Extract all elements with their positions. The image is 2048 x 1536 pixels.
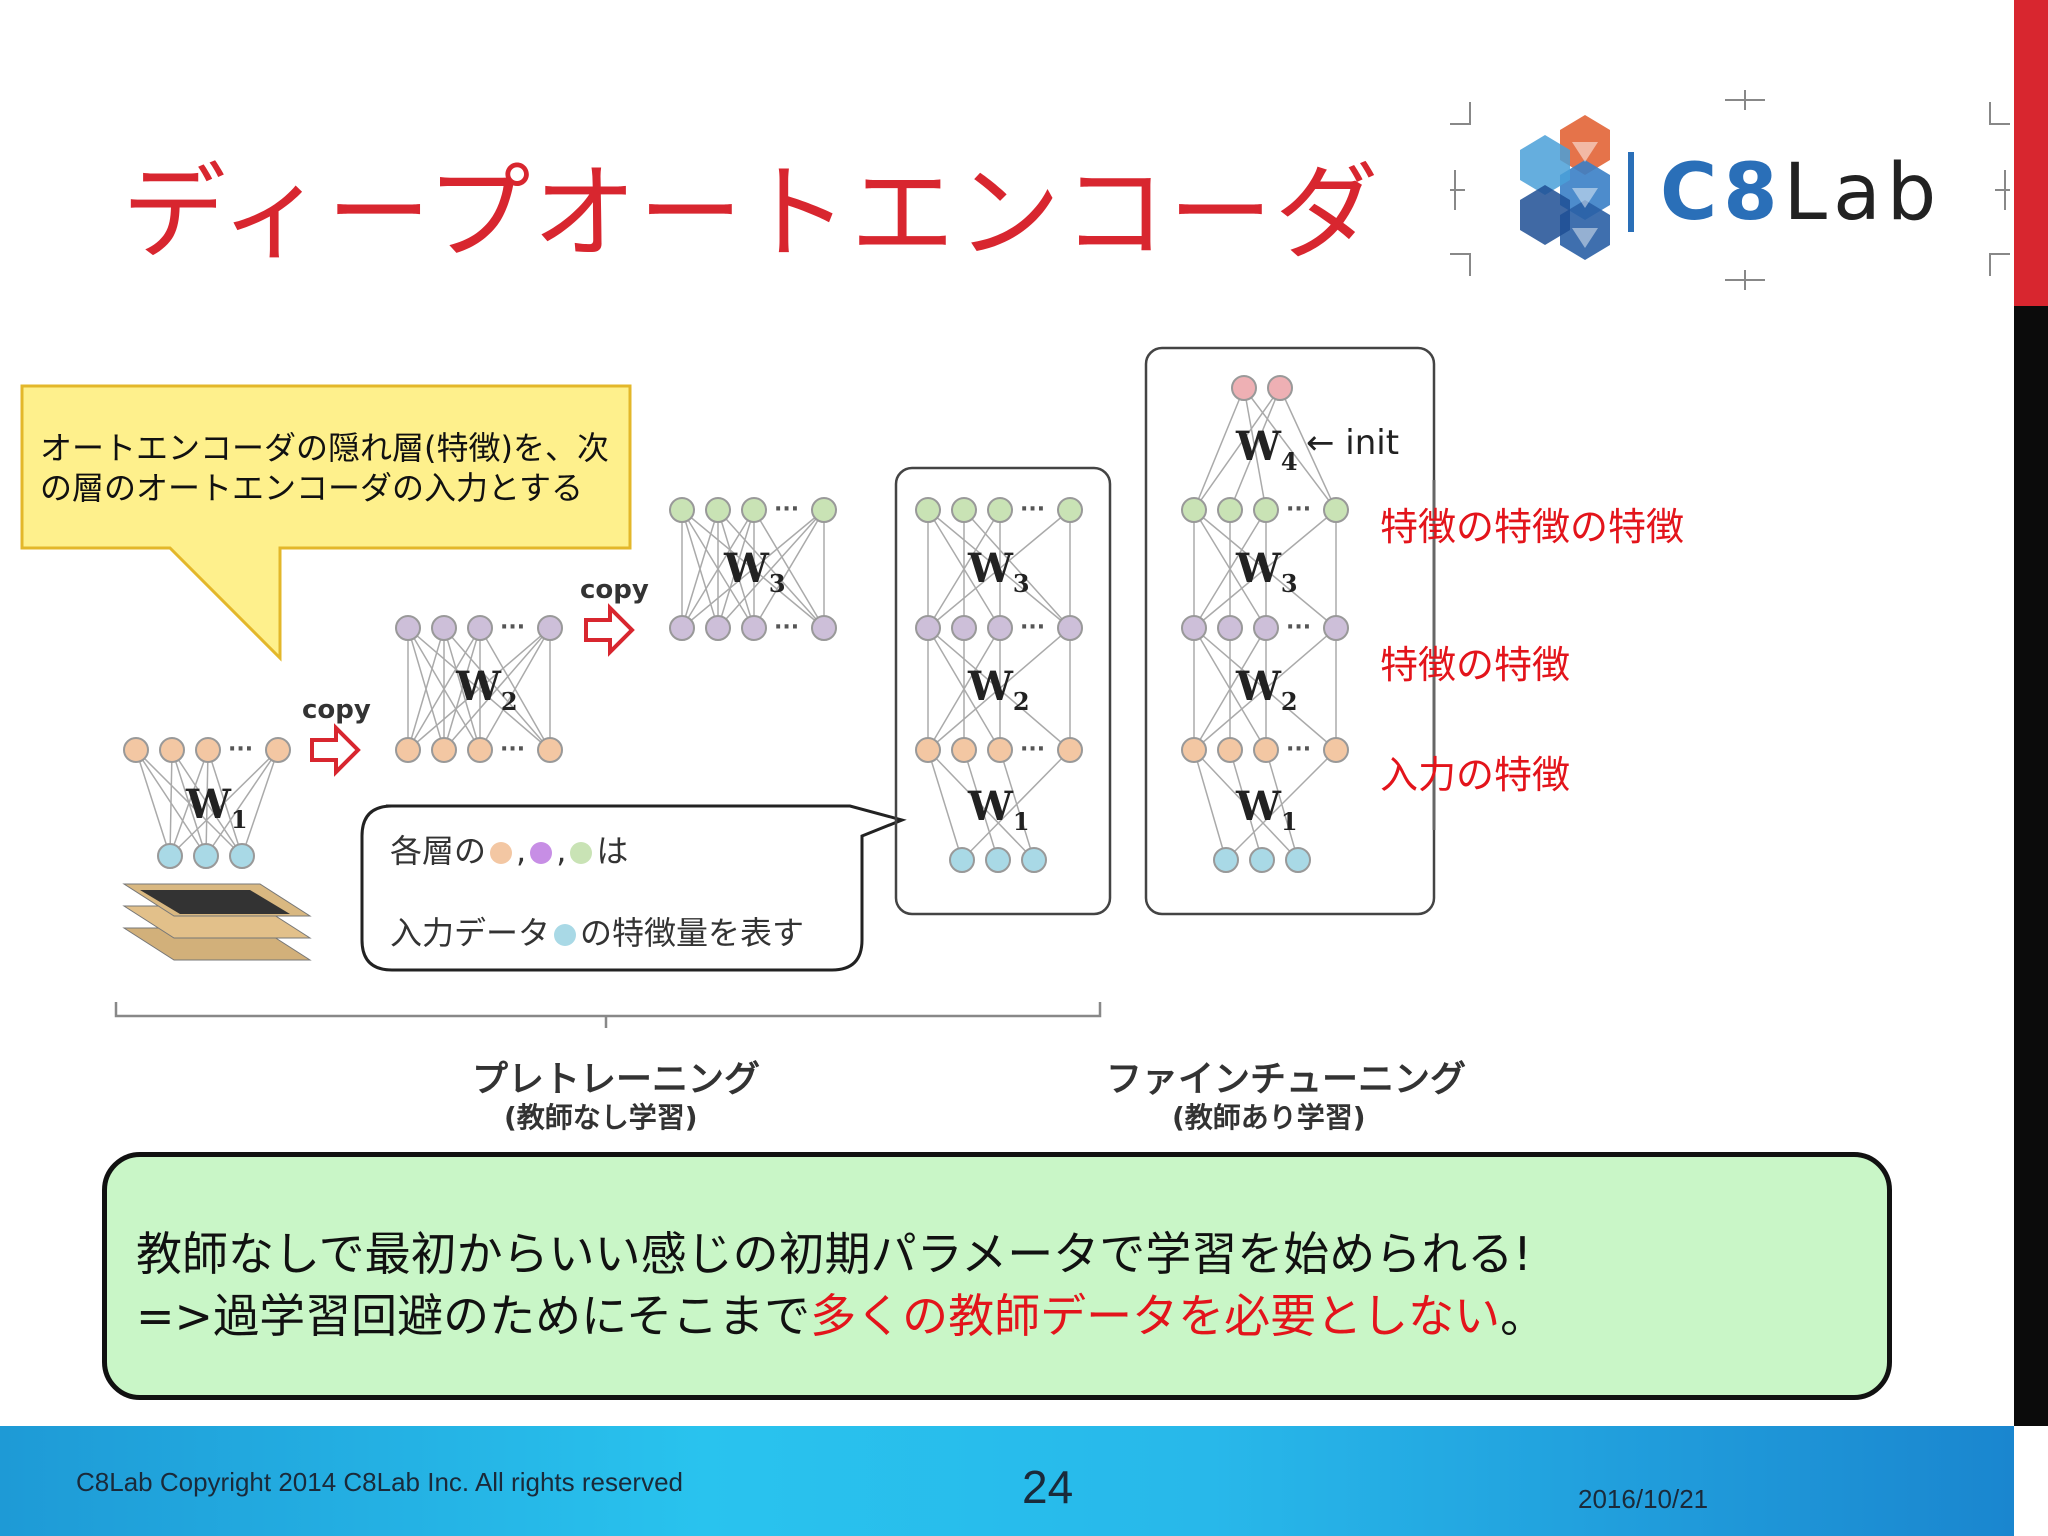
logo-text: C8Lab — [1660, 148, 1943, 238]
blue-dot-icon — [554, 924, 577, 946]
network-w1 — [135, 749, 279, 857]
node-ellipsis: ··· — [1020, 497, 1045, 522]
node-ellipsis: ··· — [1020, 737, 1045, 762]
slide-title: ディープオートエンコーダ — [122, 152, 1381, 274]
node-ellipsis: ··· — [500, 615, 525, 640]
node-ellipsis: ··· — [774, 497, 799, 522]
summary-line1: 教師なしで最初からいい感じの初期パラメータで学習を始められる! — [136, 1227, 1532, 1281]
init-label: ← init — [1306, 423, 1399, 463]
feature-label-level1: 入力の特徴 — [1380, 753, 1571, 797]
node-ellipsis: ··· — [1286, 497, 1311, 522]
weight-label-w3: W3 — [723, 545, 786, 598]
yellow-callout-shape — [20, 384, 632, 662]
page-number: 24 — [1022, 1461, 1074, 1513]
finetuning-sub: (教師あり学習) — [1172, 1101, 1366, 1134]
summary-highlight: 多くの教師データを必要としない — [810, 1289, 1501, 1343]
network-w3 — [681, 509, 825, 629]
network-w1-nodes — [123, 737, 291, 869]
footer-date: 2016/10/21 — [1578, 1484, 1709, 1514]
pretraining-bracket — [114, 1002, 1102, 1028]
logo-mark-icon — [1520, 115, 1610, 260]
weight-label-w4: W4 — [1235, 423, 1298, 476]
weight-label-w1: W1 — [967, 783, 1030, 836]
feature-label-level3: 特徴の特徴の特徴 — [1380, 505, 1685, 549]
network-w2-nodes — [395, 615, 563, 763]
finetuning-network-nodes — [1181, 375, 1349, 873]
finetuning-label: ファインチューニング — [1106, 1059, 1467, 1100]
finetuning-network-edges — [1193, 387, 1337, 861]
pretraining-sub: (教師なし学習) — [504, 1101, 698, 1134]
feature-label-level2: 特徴の特徴 — [1380, 643, 1571, 687]
bubble-text-line1: 各層の,,は — [390, 832, 629, 870]
weight-label-w2: W2 — [1235, 663, 1298, 716]
orange-dot-icon — [490, 842, 513, 864]
node-ellipsis: ··· — [1020, 615, 1045, 640]
logo-divider — [1628, 152, 1634, 232]
stacked-network-box — [894, 466, 1112, 916]
network-w3-nodes — [669, 497, 837, 641]
copy-label: copy — [302, 695, 371, 725]
copy-arrow-2 — [584, 603, 635, 657]
network-w2 — [407, 627, 551, 751]
bubble-text-line2: 入力データの特徴量を表す — [390, 914, 805, 952]
stacked-network-edges — [927, 509, 1071, 861]
weight-label-w3: W3 — [967, 545, 1030, 598]
node-ellipsis: ··· — [228, 737, 253, 762]
summary-box — [102, 1152, 1892, 1400]
c8lab-logo — [1450, 90, 2010, 290]
weight-label-w1: W1 — [1235, 783, 1298, 836]
callout-text: オートエンコーダの隠れ層(特徴)を、次 の層のオートエンコーダの入力とする — [40, 429, 609, 507]
weight-label-w1: W1 — [185, 781, 248, 834]
weight-label-w3: W3 — [1235, 545, 1298, 598]
stacked-network-nodes — [915, 497, 1083, 873]
copy-arrow-1 — [310, 723, 361, 777]
logo-crop-marks — [1450, 90, 2010, 290]
footer-bar — [0, 1426, 2014, 1536]
node-ellipsis: ··· — [1286, 615, 1311, 640]
purple-dot-icon — [530, 842, 553, 864]
summary-line2: =>過学習回避のためにそこまで多くの教師データを必要としない。 — [136, 1289, 1547, 1343]
right-accent-bar-red — [2014, 0, 2048, 306]
node-ellipsis: ··· — [1286, 737, 1311, 762]
pretraining-label: プレトレーニング — [472, 1059, 761, 1100]
node-ellipsis: ··· — [774, 615, 799, 640]
weight-label-w2: W2 — [455, 663, 518, 716]
weight-label-w2: W2 — [967, 663, 1030, 716]
copy-label: copy — [580, 575, 649, 605]
node-ellipsis: ··· — [500, 737, 525, 762]
image-stack-icon — [122, 883, 312, 961]
footer-copyright: C8Lab Copyright 2014 C8Lab Inc. All righ… — [76, 1467, 684, 1497]
green-dot-icon — [570, 842, 593, 864]
right-accent-bar-black — [2014, 306, 2048, 1426]
